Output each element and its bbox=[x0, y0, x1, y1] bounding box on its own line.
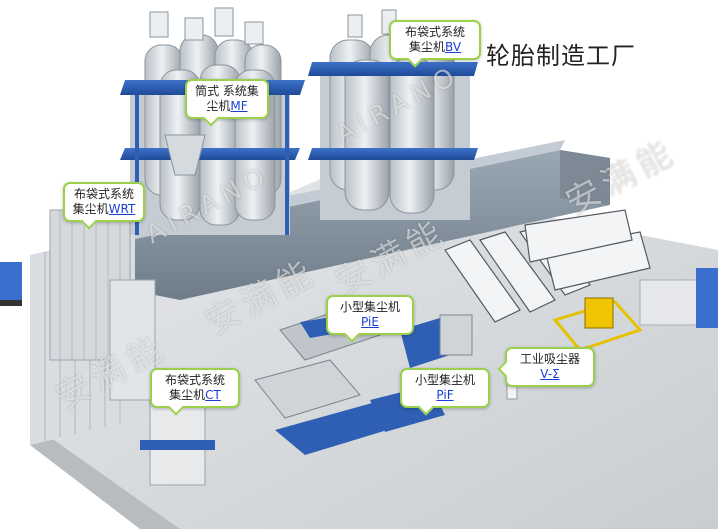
link-mf[interactable]: MF bbox=[230, 99, 248, 113]
link-wrt[interactable]: WRT bbox=[108, 202, 136, 216]
silo-tower-bv bbox=[308, 9, 478, 220]
link-ct[interactable]: CT bbox=[205, 388, 221, 402]
forklift bbox=[552, 297, 643, 352]
callout-mf: 筒式 系统集 尘机MF bbox=[185, 79, 269, 119]
link-bv[interactable]: BV bbox=[444, 40, 462, 54]
callout-pif: 小型集尘机 PiF bbox=[400, 368, 490, 408]
callout-bv: 布袋式系统 集尘机BV bbox=[389, 20, 481, 60]
storage-racks bbox=[444, 209, 651, 323]
link-pie[interactable]: PiE bbox=[361, 315, 379, 329]
callout-line: 集尘机 bbox=[408, 40, 445, 54]
truck-right bbox=[639, 268, 718, 328]
callout-line: 集尘机 bbox=[72, 202, 109, 216]
link-pif[interactable]: PiF bbox=[436, 388, 454, 402]
callout-wrt: 布袋式系统 集尘机WRT bbox=[63, 182, 145, 222]
callout-line: 布袋式系统 bbox=[164, 373, 225, 387]
callout-ct: 布袋式系统 集尘机CT bbox=[150, 368, 240, 408]
callout-line: 筒式 系统集 bbox=[195, 84, 259, 98]
callout-line: 布袋式系统 bbox=[73, 187, 134, 201]
callout-line: 小型集尘机 bbox=[414, 373, 475, 387]
page-title: 轮胎制造工厂 bbox=[486, 42, 636, 70]
callout-line: 工业吸尘器 bbox=[519, 352, 580, 366]
callout-line: 尘机 bbox=[206, 99, 231, 113]
callout-v: 工业吸尘器 V-Σ bbox=[505, 347, 595, 387]
truck-left bbox=[0, 262, 22, 306]
callout-line: 集尘机 bbox=[169, 388, 206, 402]
link-v[interactable]: V-Σ bbox=[540, 367, 560, 381]
baghouse-wrt bbox=[49, 209, 156, 401]
callout-line: 小型集尘机 bbox=[339, 300, 400, 314]
callout-pie: 小型集尘机 PiE bbox=[326, 295, 414, 335]
callout-line: 布袋式系统 bbox=[404, 25, 465, 39]
collector-ct bbox=[140, 399, 215, 486]
